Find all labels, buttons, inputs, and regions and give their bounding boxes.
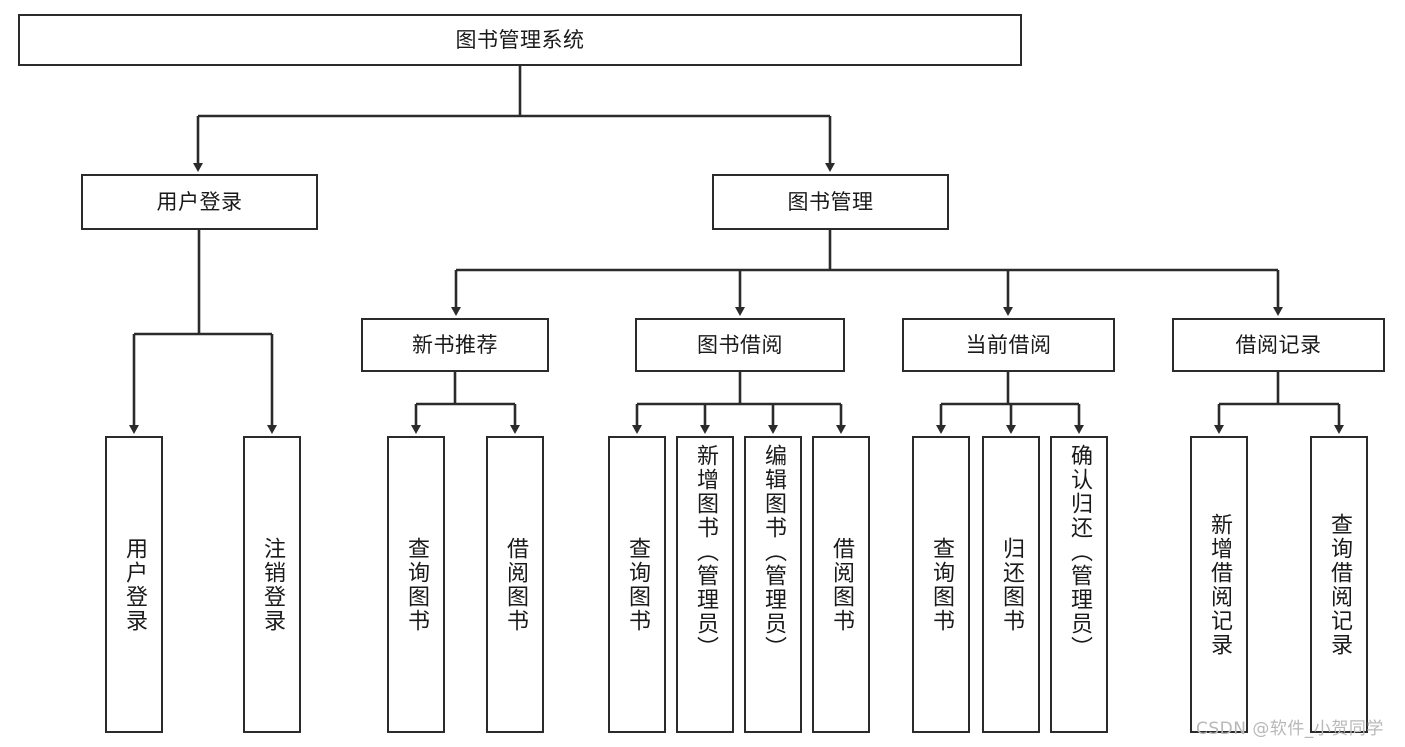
- node-label: 查询图书: [404, 536, 429, 633]
- node-leaf-cur-return[interactable]: 归还图书: [982, 436, 1040, 733]
- node-current-borrow[interactable]: 当前借阅: [902, 318, 1115, 372]
- node-book-borrow[interactable]: 图书借阅: [635, 318, 845, 372]
- node-label: 查询图书: [625, 536, 650, 633]
- node-leaf-rec-add[interactable]: 新增借阅记录: [1190, 436, 1248, 733]
- node-label: 确认归还（管理员）: [1067, 444, 1092, 660]
- node-label: 新书推荐: [412, 332, 498, 357]
- node-label: 借阅图书: [829, 536, 854, 633]
- node-leaf-user-login[interactable]: 用户登录: [105, 436, 163, 733]
- node-label: 当前借阅: [965, 332, 1052, 357]
- csdn-watermark: CSDN @软件_小贺同学: [1196, 719, 1384, 739]
- node-label: 归还图书: [999, 536, 1024, 633]
- node-label: 编辑图书（管理员）: [761, 444, 786, 660]
- node-new-book-rec[interactable]: 新书推荐: [361, 318, 549, 372]
- node-label: 新增图书（管理员）: [693, 444, 718, 660]
- node-label: 借阅图书: [503, 536, 528, 633]
- node-label: 新增借阅记录: [1207, 512, 1232, 657]
- node-leaf-rec-query2[interactable]: 查询借阅记录: [1310, 436, 1368, 733]
- node-label: 注销登录: [260, 536, 285, 633]
- node-leaf-user-logout[interactable]: 注销登录: [243, 436, 301, 733]
- node-leaf-borrow-query[interactable]: 查询图书: [608, 436, 666, 733]
- node-leaf-cur-query[interactable]: 查询图书: [912, 436, 970, 733]
- node-label: 查询借阅记录: [1327, 512, 1352, 657]
- node-leaf-rec-query[interactable]: 查询图书: [387, 436, 445, 733]
- node-leaf-book-borrow[interactable]: 借阅图书: [812, 436, 870, 733]
- node-book-manage[interactable]: 图书管理: [712, 174, 949, 230]
- node-label: 图书管理: [787, 189, 874, 214]
- node-borrow-record[interactable]: 借阅记录: [1172, 318, 1385, 372]
- node-leaf-cur-confirm[interactable]: 确认归还（管理员）: [1050, 436, 1108, 733]
- node-user-login[interactable]: 用户登录: [81, 174, 318, 230]
- tree-edges: [129, 66, 1344, 434]
- node-root[interactable]: 图书管理系统: [18, 14, 1022, 66]
- node-label: 图书借阅: [697, 332, 783, 357]
- node-label: 用户登录: [122, 536, 147, 633]
- node-leaf-rec-borrow[interactable]: 借阅图书: [486, 436, 544, 733]
- node-label: 用户登录: [156, 189, 243, 214]
- node-label: 查询图书: [929, 536, 954, 633]
- node-leaf-book-edit[interactable]: 编辑图书（管理员）: [744, 436, 802, 733]
- node-leaf-book-add[interactable]: 新增图书（管理员）: [676, 436, 734, 733]
- node-label: 图书管理系统: [455, 27, 585, 52]
- node-label: 借阅记录: [1235, 332, 1322, 357]
